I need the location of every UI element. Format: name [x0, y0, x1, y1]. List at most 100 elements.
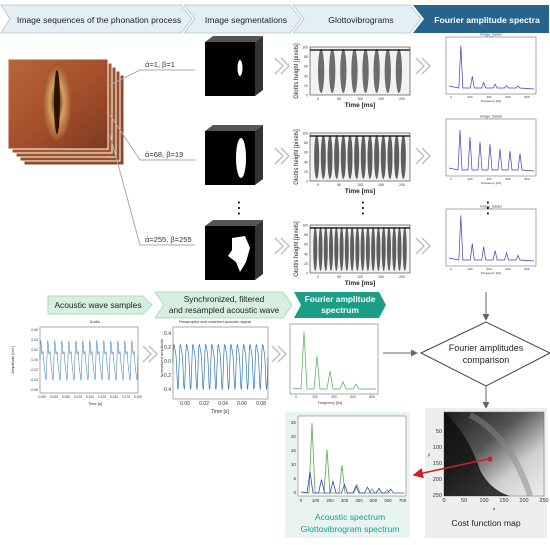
spectrum-xlabel: Frequency [Hz] — [481, 99, 502, 103]
combined-xtick: 0 — [300, 498, 303, 503]
glotto-ytick: 40 — [304, 160, 308, 164]
spectrum-line — [448, 215, 535, 262]
acspec-line — [292, 331, 376, 390]
acspec-xtick: 0 — [295, 395, 297, 399]
audio-plot: Audio Amplitude [mV] Time [s] 0.060.040.… — [10, 319, 142, 406]
glotto-xtick: 0 — [317, 275, 319, 279]
glotto-ytick: 100 — [302, 224, 308, 228]
audio-ylabel: Amplitude [mV] — [10, 346, 15, 373]
resampled-ytick: 0.0 — [164, 359, 171, 365]
spectrum-xtick: 200 — [467, 177, 472, 181]
glotto-xlabel: Time [ms] — [345, 280, 376, 287]
glotto-xtick: 100 — [357, 275, 363, 279]
glotto-ylabel: Glottis height [pixels] — [294, 43, 300, 99]
glotto-pulse — [376, 227, 381, 271]
step-label-1: Image sequences of the phonation process — [17, 15, 181, 25]
glotto-pulse — [329, 227, 334, 271]
audio-waveform — [39, 340, 139, 381]
glotto-pulse — [350, 227, 355, 271]
glotto-ytick: 40 — [304, 74, 308, 78]
glotto-pulse — [329, 49, 336, 93]
glotto-ylabel: Glottis height [pixels] — [294, 129, 300, 185]
spectrum-xtick: 600 — [505, 177, 510, 181]
glotto-pulse — [340, 49, 347, 93]
spectrum-xtick: 400 — [486, 267, 491, 271]
glotto-xtick: 150 — [378, 97, 384, 101]
glotto-ytick: 20 — [304, 84, 308, 88]
audio-xtick: 0.125 — [98, 395, 106, 399]
cost-xtick: 100 — [479, 498, 488, 504]
resampled-xtick: 0.04 — [218, 401, 228, 407]
acspec-xtick: 400 — [331, 395, 337, 399]
combined-ytick: 0 — [293, 490, 296, 495]
audio-ytick: -0.06 — [30, 388, 38, 392]
cost-ytick: 100 — [433, 445, 442, 451]
best-match-dot — [487, 456, 493, 462]
fourier-label-line1: Fourier amplitude — [305, 294, 376, 304]
glotto-ytick: 20 — [304, 170, 308, 174]
resampled-title: Resampled and matched acoustic signal — [179, 319, 251, 324]
cost-ytick: 150 — [433, 461, 442, 467]
acoustic-chevron-3 — [294, 292, 386, 318]
resampled-ytick: 0.4 — [164, 331, 171, 337]
segmentation-row-2 — [205, 125, 263, 185]
glotto-xtick: 0 — [317, 183, 319, 187]
combined-glotto-line — [300, 471, 404, 494]
glotto-xtick: 100 — [357, 183, 363, 187]
glotto-ylabel: Glottis height [pixels] — [294, 221, 300, 277]
audio-xtick: 0.100 — [86, 395, 94, 399]
glotto-xtick: 50 — [337, 275, 341, 279]
glotto-pulse — [355, 227, 360, 271]
glotto-pulse — [360, 135, 366, 179]
spectrum-title: Image_based — [480, 33, 501, 37]
spectrum-xtick: 600 — [505, 95, 510, 99]
legend-acoustic: Acoustic spectrum — [315, 512, 385, 522]
audio-ytick: -0.04 — [30, 378, 38, 382]
comparison-line1: Fourier amplitudes — [449, 343, 524, 353]
spectrum-xtick: 600 — [505, 267, 510, 271]
audio-xtick: 0.075 — [74, 395, 82, 399]
ellipsis-seg: ⋮ — [231, 200, 247, 217]
glotto-pulse — [344, 227, 349, 271]
audio-xtick: 0.175 — [122, 395, 130, 399]
glotto-pulse — [323, 227, 328, 271]
audio-ytick: 0.00 — [31, 358, 38, 362]
glotto-xtick: 200 — [399, 183, 405, 187]
resampled-waveform — [172, 343, 269, 390]
glotto-pulse — [371, 227, 376, 271]
resampled-xtick: 0.08 — [256, 401, 266, 407]
acspec-frame — [289, 323, 379, 395]
spectrum-xtick: 0 — [450, 95, 452, 99]
glotto-pulse — [400, 135, 406, 179]
glotto-pulse — [347, 135, 353, 179]
comparison-line2: comparison — [463, 355, 510, 365]
glotto-pulse — [397, 227, 402, 271]
spectrum-line — [448, 130, 535, 172]
combined-ytick: 25 — [291, 420, 297, 425]
synced-label-line1: Synchronized, filtered — [184, 294, 265, 304]
comparison-node: Fourier amplitudes comparison — [383, 292, 550, 409]
audio-ytick: -0.02 — [30, 368, 38, 372]
glotto-ytick: 100 — [302, 46, 308, 50]
segmentation-row-3 — [205, 220, 263, 280]
combined-xtick: 500 — [370, 498, 378, 503]
glotto-xtick: 200 — [399, 275, 405, 279]
cost-map-panel — [425, 408, 547, 538]
glotto-pulse — [320, 135, 326, 179]
cost-map-label: Cost function map — [451, 518, 520, 528]
combined-xtick: 700 — [399, 498, 407, 503]
spectrum-xtick: 400 — [486, 177, 491, 181]
ellipsis-glotto: ⋮ — [355, 200, 371, 217]
spectrum-line — [448, 45, 535, 90]
params-row-3: ά=255, β=255 — [145, 235, 192, 244]
chevron-arrows-acoustic — [142, 345, 287, 363]
glotto-pulse — [387, 135, 393, 179]
glotto-ytick: 40 — [304, 252, 308, 256]
audio-xtick: 0.025 — [50, 395, 58, 399]
resampled-xtick: 0.02 — [199, 401, 209, 407]
spectrum-xtick: 200 — [467, 95, 472, 99]
